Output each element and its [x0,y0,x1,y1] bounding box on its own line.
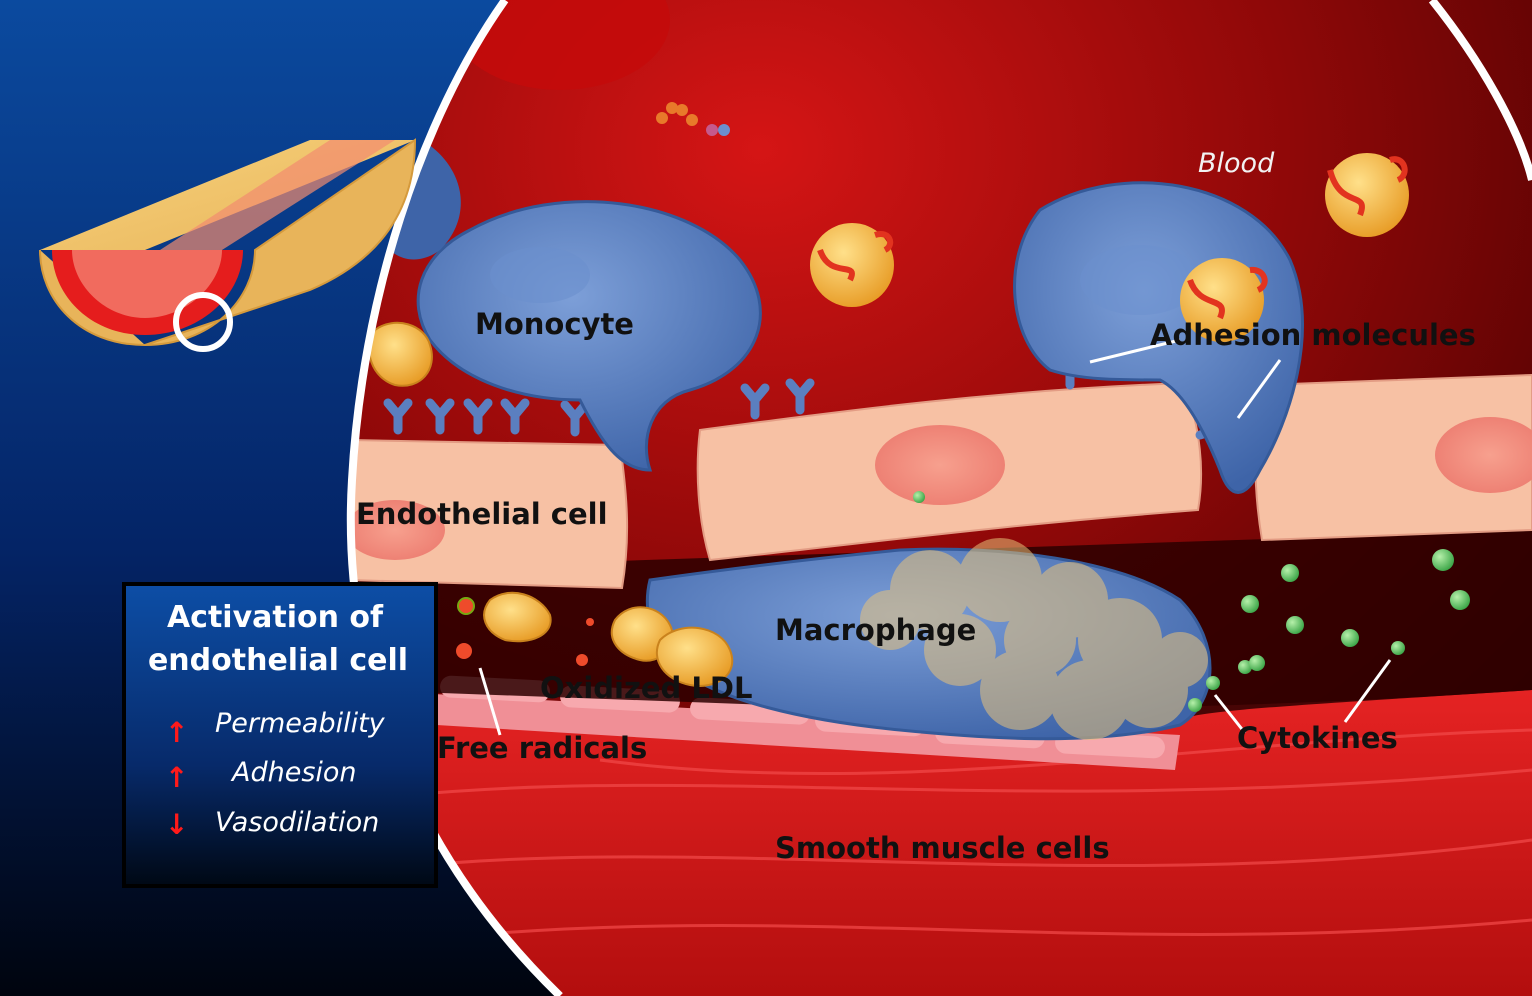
label-blood: Blood [1198,148,1275,179]
activation-info-box: Activation of endothelial cell ↑ Permeab… [124,584,436,886]
info-box-title-line2: endothelial cell [148,643,408,678]
arrow-down-icon: ↓ [165,808,188,841]
label-smooth-muscle-cells: Smooth muscle cells [775,831,1110,865]
label-macrophage: Macrophage [775,613,976,647]
arrow-up-icon: ↑ [165,761,188,794]
label-free-radicals: Free radicals [437,731,647,765]
arrow-up-icon: ↑ [165,716,188,749]
info-box-title-line1: Activation of [167,600,384,635]
label-oxidized-ldl: Oxidized LDL [540,671,752,705]
label-adhesion-molecules: Adhesion molecules [1150,318,1476,352]
info-item-adhesion: Adhesion [230,757,357,788]
info-item-vasodilation: Vasodilation [215,807,379,838]
label-cytokines: Cytokines [1237,721,1398,755]
info-item-permeability: Permeability [215,708,386,739]
label-endothelial-cell: Endothelial cell [356,497,608,531]
label-monocyte: Monocyte [475,307,634,341]
